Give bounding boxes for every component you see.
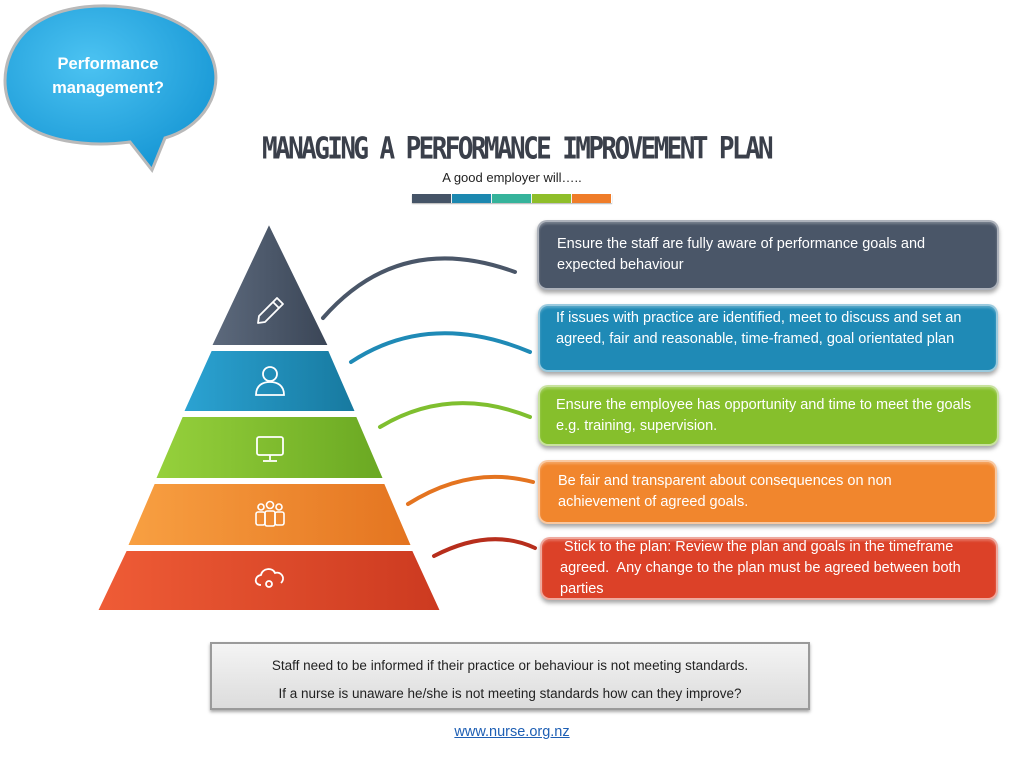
speech-bubble-shape (3, 4, 218, 173)
connector-arc-1 (321, 256, 517, 320)
speech-bubble: Performance management? (0, 0, 230, 180)
page-subtitle: A good employer will….. (442, 170, 582, 185)
connector-arc-5 (432, 537, 537, 558)
connector-arc-2 (349, 331, 532, 364)
info-note: Staff need to be informed if their pract… (210, 642, 810, 710)
person-icon (255, 366, 285, 396)
connector-arc-4 (406, 474, 535, 506)
color-bar (412, 194, 612, 203)
note-line-2: If a nurse is unaware he/she is not meet… (278, 686, 742, 701)
pyramid-level-4 (125, 482, 414, 547)
pencil-icon (257, 297, 284, 324)
note-line-1: Staff need to be informed if their pract… (271, 658, 749, 673)
step-box-4: Be fair and transparent about consequenc… (538, 460, 997, 524)
website-link[interactable]: www.nurse.org.nz (454, 724, 570, 740)
step-text-4: Be fair and transparent about consequenc… (558, 473, 892, 510)
color-bar-segment (412, 194, 452, 203)
connector-arc-3 (378, 401, 532, 429)
pyramid-level-3 (153, 415, 386, 480)
step-box-2: If issues with practice are identified, … (538, 304, 998, 372)
team-icon (255, 500, 285, 527)
pyramid-level-1 (209, 220, 331, 347)
color-bar-segment (492, 194, 532, 203)
step-text-5: Stick to the plan: Review the plan and g… (560, 539, 965, 597)
bubble-text: Performance management? (52, 55, 164, 97)
page-title: MANAGING A PERFORMANCE IMPROVEMENT PLAN (262, 132, 774, 167)
color-bar-segment (452, 194, 492, 203)
step-text-3: Ensure the employee has opportunity and … (556, 396, 972, 434)
monitor-icon (256, 436, 284, 462)
cloud-icon (254, 568, 284, 588)
step-box-3: Ensure the employee has opportunity and … (538, 385, 999, 446)
color-bar-segment (532, 194, 572, 203)
color-bar-segment (572, 194, 612, 203)
step-text-2: If issues with practice are identified, … (556, 310, 962, 347)
step-box-5: Stick to the plan: Review the plan and g… (540, 537, 998, 600)
step-box-1: Ensure the staff are fully aware of perf… (537, 220, 999, 290)
step-text-1: Ensure the staff are fully aware of perf… (557, 236, 926, 273)
